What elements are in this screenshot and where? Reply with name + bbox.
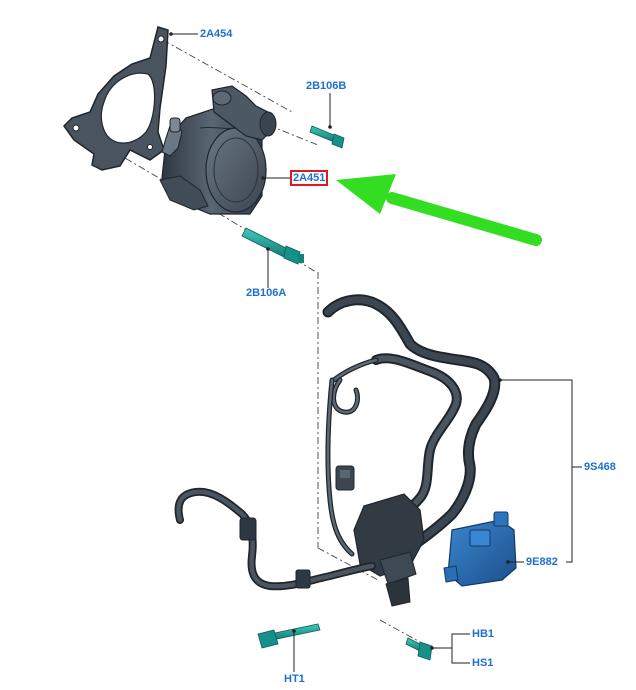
callout-2B106B[interactable]: 2B106B bbox=[306, 80, 347, 92]
callout-HS1[interactable]: HS1 bbox=[472, 657, 494, 669]
solenoid-valve-9E882[interactable] bbox=[443, 511, 517, 587]
vacuum-pump-2A451[interactable] bbox=[159, 85, 277, 215]
callout-9E882[interactable]: 9E882 bbox=[526, 556, 558, 568]
hose-assembly-9S468[interactable] bbox=[174, 294, 501, 607]
callout-9S468[interactable]: 9S468 bbox=[584, 461, 616, 473]
bolt-HB1-HS1[interactable] bbox=[405, 637, 433, 661]
callout-HB1[interactable]: HB1 bbox=[472, 628, 495, 640]
stud-HT1[interactable] bbox=[257, 623, 321, 649]
bolt-2B106A[interactable] bbox=[241, 227, 304, 265]
callout-2B106A[interactable]: 2B106A bbox=[246, 287, 287, 299]
callout-2A451[interactable]: 2A451 bbox=[290, 170, 329, 186]
leader-lines bbox=[169, 32, 582, 672]
green-arrow bbox=[336, 174, 542, 246]
gasket-2A454[interactable] bbox=[63, 26, 169, 171]
callout-2A454[interactable]: 2A454 bbox=[200, 28, 233, 40]
bolt-2B106B[interactable] bbox=[309, 125, 345, 149]
callout-HT1[interactable]: HT1 bbox=[284, 673, 305, 685]
